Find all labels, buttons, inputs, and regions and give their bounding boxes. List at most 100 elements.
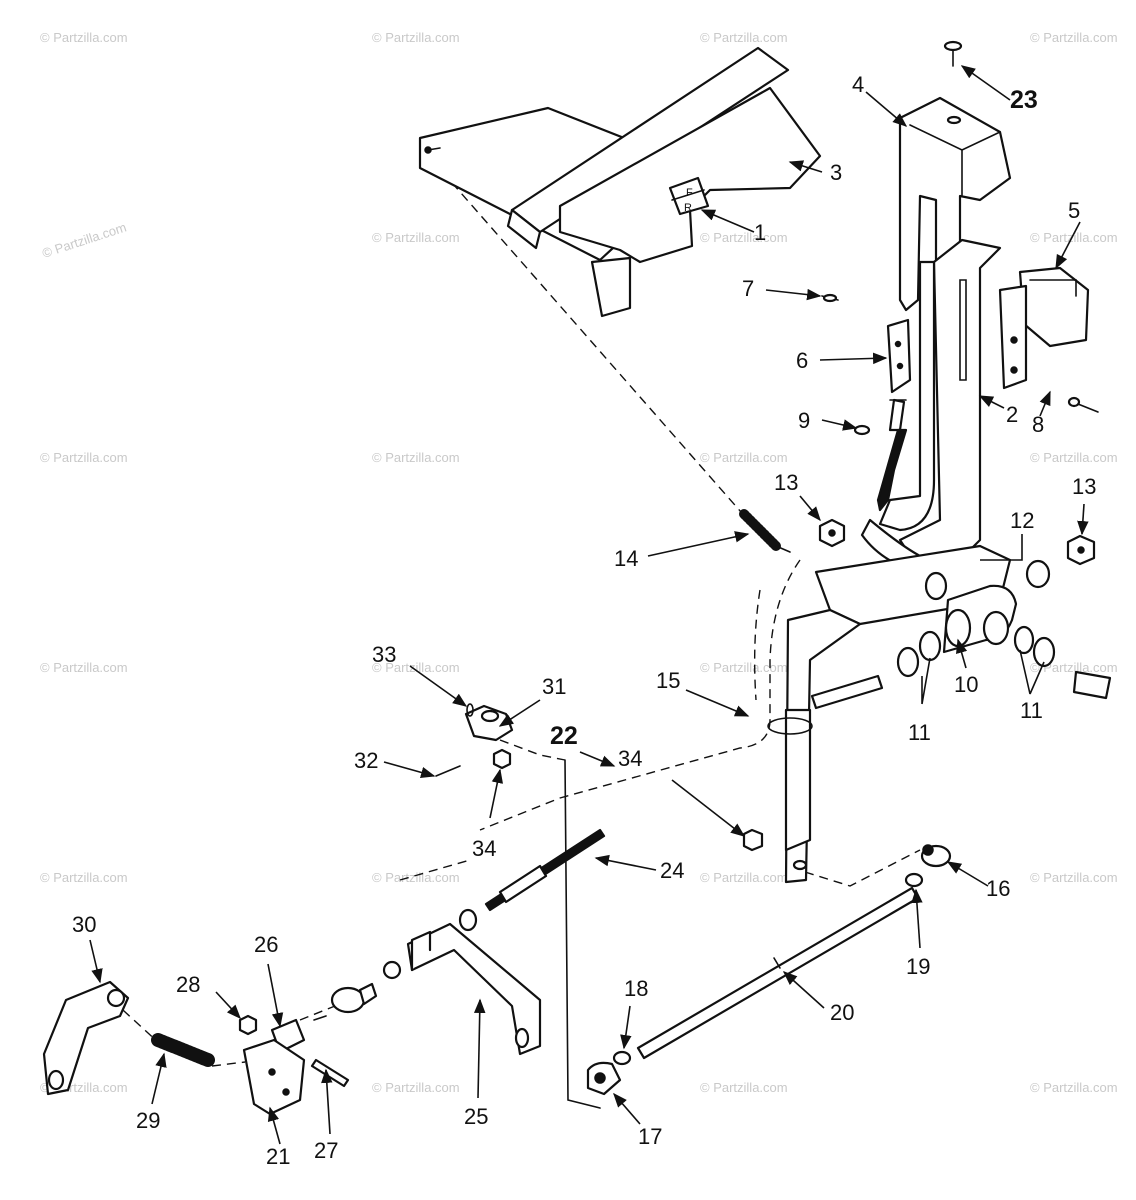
watermark-text: © Partzilla.com bbox=[700, 1080, 788, 1095]
watermark-text: © Partzilla.com bbox=[700, 870, 788, 885]
part-32-screw bbox=[435, 765, 461, 777]
callout-20: 20 bbox=[830, 1000, 854, 1025]
part-29-spring bbox=[151, 1033, 215, 1067]
part-23-screw bbox=[943, 40, 963, 67]
part-20-linkage-rod bbox=[636, 886, 920, 1060]
watermark-text: © Partzilla.com bbox=[700, 660, 788, 675]
watermark-text: © Partzilla.com bbox=[700, 230, 788, 245]
callout-28: 28 bbox=[176, 972, 200, 997]
part-25-mounting-bracket bbox=[406, 922, 542, 1056]
callout-13-right: 13 bbox=[1072, 474, 1096, 499]
callout-33: 33 bbox=[372, 642, 396, 667]
pivot-bolts bbox=[810, 670, 1112, 710]
watermark-text: © Partzilla.com bbox=[372, 230, 460, 245]
callout-9: 9 bbox=[798, 408, 810, 433]
watermark-text: © Partzilla.com bbox=[372, 1080, 460, 1095]
part-1-fr-decal: F R bbox=[668, 176, 710, 216]
callout-27: 27 bbox=[314, 1138, 338, 1163]
callout-11-right: 11 bbox=[1020, 698, 1043, 723]
watermark-text: © Partzilla.com bbox=[700, 450, 788, 465]
watermark-text: © Partzilla.com bbox=[372, 450, 460, 465]
part-17-rod-end bbox=[586, 1061, 622, 1096]
callout-16: 16 bbox=[986, 876, 1010, 901]
callout-5: 5 bbox=[1068, 198, 1080, 223]
watermark-text: © Partzilla.com bbox=[372, 870, 460, 885]
part-30-arm bbox=[42, 980, 130, 1096]
cable-stop-fitting bbox=[313, 960, 402, 1021]
assembly-lines bbox=[111, 159, 921, 1109]
part-18-jam-nut bbox=[612, 1050, 632, 1066]
part-28-nut bbox=[238, 1014, 258, 1036]
part-13-nut-left bbox=[818, 518, 846, 548]
part-7-bolt bbox=[821, 293, 839, 303]
watermark-text: © Partzilla.com bbox=[40, 30, 128, 45]
callout-8: 8 bbox=[1032, 412, 1044, 437]
callout-numbers: 3 1 4 23 5 7 6 8 9 2 13 13 12 14 15 10 1… bbox=[72, 72, 1096, 1169]
callout-19: 19 bbox=[906, 954, 930, 979]
callout-34-left: 34 bbox=[472, 836, 496, 861]
part-24-shift-cable bbox=[458, 828, 606, 932]
detent-knob-rod bbox=[876, 398, 908, 512]
callout-12: 12 bbox=[1010, 508, 1034, 533]
decal-forward-letter: F bbox=[686, 187, 693, 199]
callout-7: 7 bbox=[742, 276, 754, 301]
callout-31: 31 bbox=[542, 674, 566, 699]
part-14-spring bbox=[739, 509, 791, 553]
part-27-pin bbox=[310, 1058, 350, 1088]
callout-3: 3 bbox=[830, 160, 842, 185]
callout-26: 26 bbox=[254, 932, 278, 957]
watermark-text: © Partzilla.com bbox=[40, 450, 128, 465]
watermark-text: © Partzilla.com bbox=[1030, 660, 1118, 675]
part-34-nut-upper bbox=[492, 748, 512, 770]
callout-15: 15 bbox=[656, 668, 680, 693]
watermark-text: © Partzilla.com bbox=[40, 220, 128, 261]
part-11-washers bbox=[896, 625, 1056, 678]
watermark-text: © Partzilla.com bbox=[1030, 450, 1118, 465]
part-8-bolt bbox=[1067, 396, 1099, 413]
callout-21: 21 bbox=[266, 1144, 290, 1169]
callout-23: 23 bbox=[1010, 86, 1038, 114]
watermark-text: © Partzilla.com bbox=[1030, 230, 1118, 245]
callout-10: 10 bbox=[954, 672, 978, 697]
watermark-text: © Partzilla.com bbox=[1030, 30, 1118, 45]
part-19-jam-nut bbox=[904, 872, 924, 888]
callout-30: 30 bbox=[72, 912, 96, 937]
part-34-nut-lower bbox=[742, 828, 764, 852]
part-2-control-lever bbox=[860, 238, 1002, 572]
watermark-text: © Partzilla.com bbox=[40, 660, 128, 675]
callout-17: 17 bbox=[638, 1124, 662, 1149]
part-13-nut-right bbox=[1066, 534, 1096, 566]
callout-leaders bbox=[89, 65, 1089, 1145]
callout-24: 24 bbox=[660, 858, 684, 883]
part-16-rod-end bbox=[920, 844, 952, 868]
callout-25: 25 bbox=[464, 1104, 488, 1129]
callout-32: 32 bbox=[354, 748, 378, 773]
decal-reverse-letter: R bbox=[684, 202, 692, 214]
watermark-text: © Partzilla.com bbox=[1030, 870, 1118, 885]
callout-4: 4 bbox=[852, 72, 864, 97]
watermark-text: © Partzilla.com bbox=[372, 30, 460, 45]
part-3-seat-bracket bbox=[418, 46, 822, 318]
callout-1: 1 bbox=[754, 220, 766, 245]
callout-2: 2 bbox=[1006, 402, 1018, 427]
part-5-guide-bracket bbox=[998, 266, 1090, 390]
watermark-text: © Partzilla.com bbox=[1030, 1080, 1118, 1095]
callout-18: 18 bbox=[624, 976, 648, 1001]
part-12-washers bbox=[924, 559, 1051, 601]
callout-13-left: 13 bbox=[774, 470, 798, 495]
callout-22: 22 bbox=[550, 722, 578, 750]
part-9-clip bbox=[853, 424, 871, 436]
callout-14: 14 bbox=[614, 546, 638, 571]
watermark-text: © Partzilla.com bbox=[40, 870, 128, 885]
part-21-bracket bbox=[242, 1038, 306, 1116]
callout-6: 6 bbox=[796, 348, 808, 373]
callout-11-left: 11 bbox=[908, 720, 931, 745]
part-15-clip bbox=[767, 717, 813, 735]
pivot-arm-assembly bbox=[784, 544, 1018, 884]
watermark-text: © Partzilla.com bbox=[372, 660, 460, 675]
callout-34-right: 34 bbox=[618, 746, 642, 771]
part-6-plate bbox=[886, 318, 912, 394]
part-33-pin bbox=[466, 703, 474, 717]
